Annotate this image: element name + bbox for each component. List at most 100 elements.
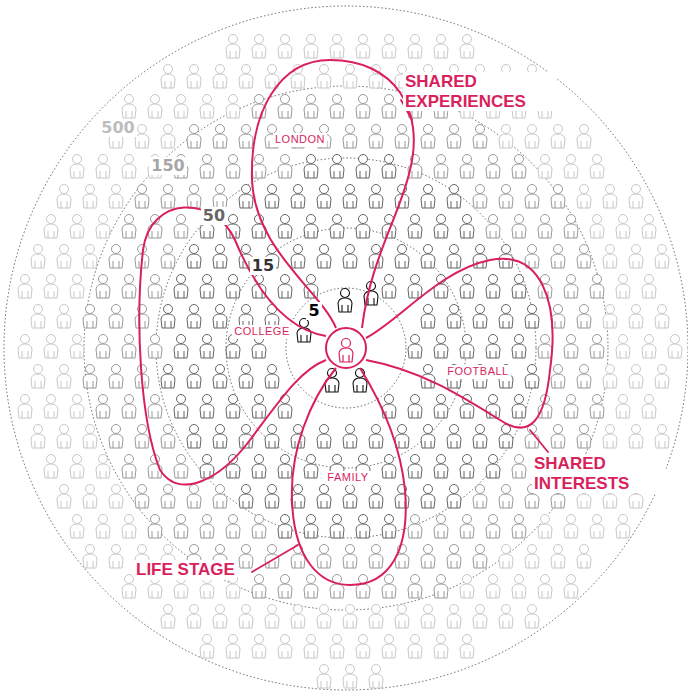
person-body bbox=[447, 314, 461, 328]
person-body bbox=[83, 194, 97, 208]
person-icon bbox=[460, 575, 474, 599]
person-head bbox=[203, 155, 212, 164]
person-head bbox=[320, 665, 329, 674]
person-icon bbox=[408, 575, 422, 599]
person-head bbox=[307, 95, 316, 104]
person-body bbox=[356, 164, 370, 178]
person-icon bbox=[434, 515, 448, 539]
person-icon bbox=[655, 425, 669, 449]
person-body bbox=[551, 494, 565, 508]
person-body bbox=[317, 554, 331, 568]
person-body bbox=[109, 254, 123, 268]
person-head bbox=[112, 545, 121, 554]
person-body bbox=[304, 464, 318, 478]
person-head bbox=[281, 35, 290, 44]
person-body bbox=[356, 524, 370, 538]
person-body bbox=[70, 344, 84, 358]
person-head bbox=[385, 395, 394, 404]
person-icon bbox=[291, 185, 305, 209]
person-head bbox=[346, 425, 355, 434]
petal-outline bbox=[362, 244, 564, 440]
person-body bbox=[70, 464, 84, 478]
person-body bbox=[187, 434, 201, 448]
person-icon bbox=[213, 305, 227, 329]
person-head bbox=[307, 515, 316, 524]
person-head bbox=[203, 335, 212, 344]
person-icon bbox=[525, 185, 539, 209]
person-head bbox=[528, 125, 537, 134]
person-body bbox=[148, 524, 162, 538]
person-icon bbox=[551, 185, 565, 209]
person-body bbox=[486, 284, 500, 298]
person-icon bbox=[213, 245, 227, 269]
person-head bbox=[86, 245, 95, 254]
person-body bbox=[161, 614, 175, 628]
person-head bbox=[372, 665, 381, 674]
person-icon bbox=[343, 65, 357, 89]
person-head bbox=[125, 275, 134, 284]
person-head bbox=[489, 275, 498, 284]
person-head bbox=[385, 35, 394, 44]
person-icon bbox=[265, 425, 279, 449]
person-head bbox=[34, 425, 43, 434]
person-body bbox=[278, 164, 292, 178]
person-icon bbox=[187, 125, 201, 149]
person-icon bbox=[447, 305, 461, 329]
person-icon bbox=[382, 95, 396, 119]
person-icon bbox=[239, 125, 253, 149]
person-body bbox=[408, 524, 422, 538]
person-body bbox=[31, 254, 45, 268]
person-head bbox=[73, 275, 82, 284]
person-icon bbox=[538, 515, 552, 539]
person-body bbox=[577, 494, 591, 508]
person-head bbox=[242, 485, 251, 494]
person-body bbox=[291, 614, 305, 628]
person-icon bbox=[486, 215, 500, 239]
person-body bbox=[577, 254, 591, 268]
person-body bbox=[525, 314, 539, 328]
person-head bbox=[398, 425, 407, 434]
person-body bbox=[122, 164, 136, 178]
person-icon bbox=[564, 275, 578, 299]
person-head bbox=[255, 575, 264, 584]
person-icon bbox=[473, 605, 487, 629]
person-head bbox=[385, 575, 394, 584]
person-head bbox=[346, 665, 355, 674]
person-body bbox=[564, 164, 578, 178]
person-icon bbox=[304, 155, 318, 179]
person-body bbox=[239, 614, 253, 628]
person-icon bbox=[408, 635, 422, 659]
person-body bbox=[460, 224, 474, 238]
person-body bbox=[135, 194, 149, 208]
person-body bbox=[473, 194, 487, 208]
person-head bbox=[99, 395, 108, 404]
person-head bbox=[411, 275, 420, 284]
person-head bbox=[242, 545, 251, 554]
person-head bbox=[242, 425, 251, 434]
person-head bbox=[294, 125, 303, 134]
person-body bbox=[226, 584, 240, 598]
person-icon bbox=[525, 305, 539, 329]
person-icon bbox=[83, 425, 97, 449]
person-body bbox=[603, 494, 617, 508]
person-body bbox=[473, 614, 487, 628]
person-body bbox=[187, 134, 201, 148]
person-icon bbox=[317, 65, 331, 89]
person-body bbox=[187, 494, 201, 508]
petal-path bbox=[366, 259, 553, 428]
person-icon bbox=[174, 335, 188, 359]
person-head bbox=[190, 425, 199, 434]
person-body bbox=[395, 254, 409, 268]
person-head bbox=[593, 275, 602, 284]
person-icon bbox=[187, 605, 201, 629]
person-icon bbox=[353, 369, 367, 393]
person-body bbox=[434, 644, 448, 658]
person-body bbox=[421, 134, 435, 148]
person-icon bbox=[499, 485, 513, 509]
person-body bbox=[278, 224, 292, 238]
person-head bbox=[268, 605, 277, 614]
person-body bbox=[408, 644, 422, 658]
person-head bbox=[86, 545, 95, 554]
person-icon bbox=[603, 245, 617, 269]
person-body bbox=[161, 374, 175, 388]
